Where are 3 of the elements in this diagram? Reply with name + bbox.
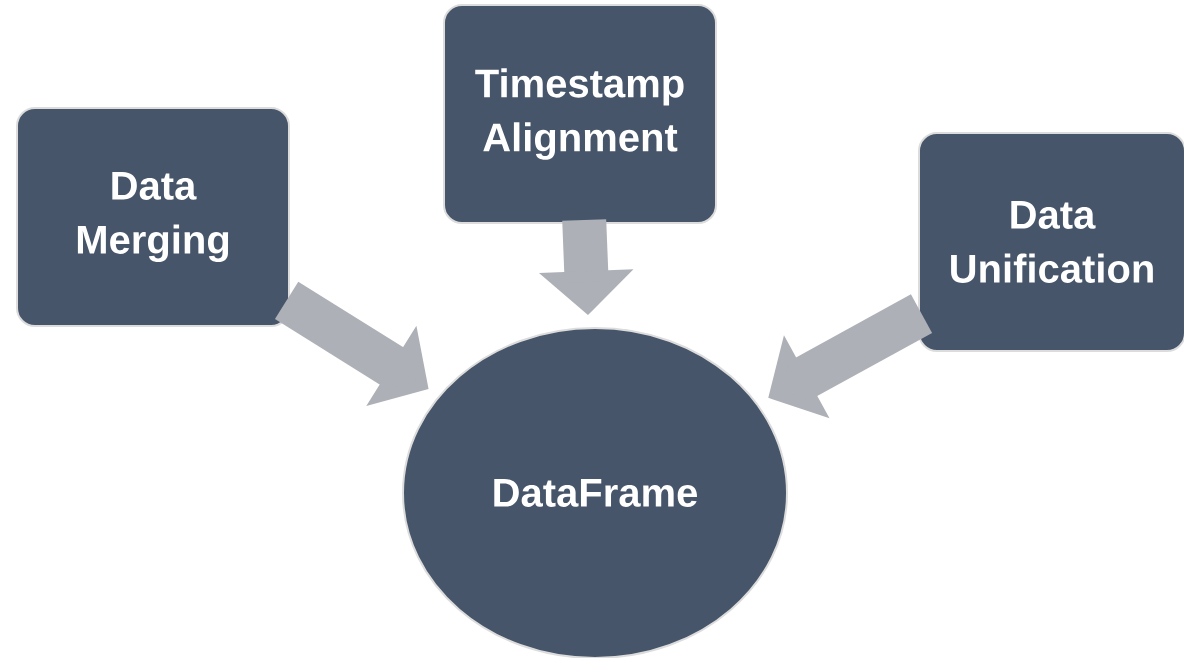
process-box: Data Unification [918,132,1184,352]
process-box: Data Merging [16,107,290,327]
process-box: Timestamp Alignment [443,4,717,224]
